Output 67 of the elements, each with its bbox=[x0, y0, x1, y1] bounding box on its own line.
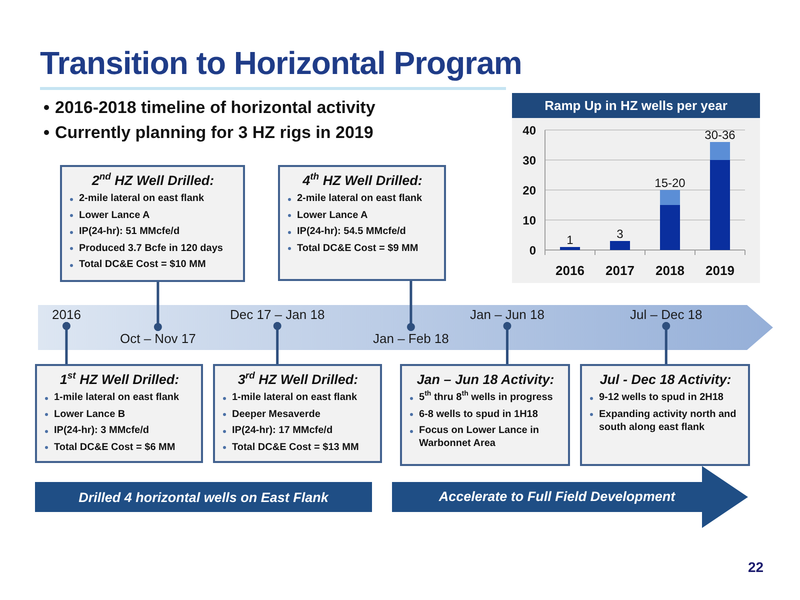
bullet-text: IP(24-hr): 17 MMcfe/d bbox=[232, 424, 333, 437]
bullet-text: Focus on Lower Lance in Warbonnet Area bbox=[419, 424, 540, 450]
category-label: 2018 bbox=[656, 263, 684, 278]
bullet-text: Currently planning for 3 HZ rigs in 2019 bbox=[55, 122, 374, 143]
leader-line bbox=[503, 322, 512, 364]
box-heading: Jul - Dec 18 Activity: bbox=[598, 371, 732, 388]
box-heading: Jan – Jun 18 Activity: bbox=[416, 371, 556, 388]
bullet-text: Lower Lance A bbox=[79, 208, 150, 222]
bullet-text: 2-mile lateral on east flank bbox=[297, 192, 422, 205]
bullet-text: Lower Lance A bbox=[297, 208, 368, 222]
bullet-text: Deeper Mesaverde bbox=[232, 408, 320, 420]
info-box bbox=[60, 165, 245, 282]
tick-label: 0 bbox=[529, 244, 536, 258]
banner: Drilled 4 horizontal wells on East Flank bbox=[35, 482, 372, 512]
category-label: 2016 bbox=[556, 263, 584, 278]
data-label: 30-36 bbox=[704, 128, 736, 142]
bullet-text: Lower Lance B bbox=[54, 408, 126, 420]
slide-title: Transition to Horizontal Program bbox=[40, 44, 522, 82]
bullet-text: Total DC&E Cost = $9 MM bbox=[297, 242, 418, 254]
info-box bbox=[580, 364, 750, 466]
bullet-text: Expanding activity north and south along east flank bbox=[599, 408, 738, 434]
date-label: Oct – Nov 17 bbox=[120, 331, 196, 346]
leader-line bbox=[662, 322, 670, 364]
leader-line bbox=[154, 282, 162, 331]
bullet-text: IP(24-hr): 54.5 MMcfe/d bbox=[297, 225, 406, 238]
leader-line bbox=[62, 322, 70, 364]
date-label: Jan – Jun 18 bbox=[470, 307, 544, 322]
info-box bbox=[35, 364, 203, 463]
page-number: 22 bbox=[748, 559, 764, 576]
info-box bbox=[400, 364, 570, 466]
bullet-text: IP(24-hr): 51 MMcfe/d bbox=[79, 225, 180, 238]
arrow-banner bbox=[392, 466, 748, 528]
box-heading: 4$^{th}$ HZ Well Drilled: bbox=[302, 172, 424, 189]
bullet-text: 9-12 wells to spud in 2H18 bbox=[599, 391, 724, 404]
bullet-text: 1-mile lateral on east flank bbox=[54, 391, 180, 404]
category-label: 2017 bbox=[606, 263, 634, 278]
tick-label: 40 bbox=[522, 124, 536, 138]
tick-label: 30 bbox=[522, 154, 536, 168]
data-label: 15-20 bbox=[654, 176, 686, 190]
bullet-text: Produced 3.7 Bcfe in 120 days bbox=[79, 242, 223, 254]
bullet-text: Total DC&E Cost = $13 MM bbox=[232, 440, 359, 454]
leader-line bbox=[273, 322, 282, 364]
info-box bbox=[213, 364, 382, 463]
box-heading: 1$^{st}$ HZ Well Drilled: bbox=[58, 371, 180, 388]
bullet-text: 5$^{th}$ thru 8$^{th}$ wells in progress bbox=[419, 391, 553, 404]
date-label: 2016 bbox=[52, 307, 81, 322]
date-label: Jan – Feb 18 bbox=[373, 331, 449, 346]
bullet-text: Total DC&E Cost = $6 MM bbox=[54, 440, 176, 454]
tick-label: 10 bbox=[522, 214, 536, 228]
chart-title: Ramp Up in HZ wells per year bbox=[512, 93, 760, 118]
bullet-text: IP(24-hr): 3 MMcfe/d bbox=[54, 424, 150, 437]
date-label: Dec 17 – Jan 18 bbox=[230, 307, 325, 322]
bullet-text: 2-mile lateral on east flank bbox=[79, 192, 204, 205]
data-label: 3 bbox=[616, 227, 624, 241]
box-heading: 3$^{rd}$ HZ Well Drilled: bbox=[236, 371, 360, 388]
info-box bbox=[278, 165, 446, 281]
box-heading: 2$^{nd}$ HZ Well Drilled: bbox=[90, 172, 216, 189]
bullet-text: 6-8 wells to spud in 1H18 bbox=[419, 408, 538, 420]
date-label: Jul – Dec 18 bbox=[630, 307, 702, 322]
bullet-text: 1-mile lateral on east flank bbox=[232, 391, 358, 404]
category-label: 2019 bbox=[706, 263, 734, 278]
banner-text: Accelerate to Full Field Development bbox=[438, 489, 676, 505]
data-label: 1 bbox=[566, 233, 574, 247]
bullet-text: Total DC&E Cost = $10 MM bbox=[79, 258, 206, 271]
leader-line bbox=[406, 281, 415, 331]
tick-label: 20 bbox=[522, 184, 536, 198]
bullet-text: 2016-2018 timeline of horizontal activity bbox=[55, 97, 376, 118]
